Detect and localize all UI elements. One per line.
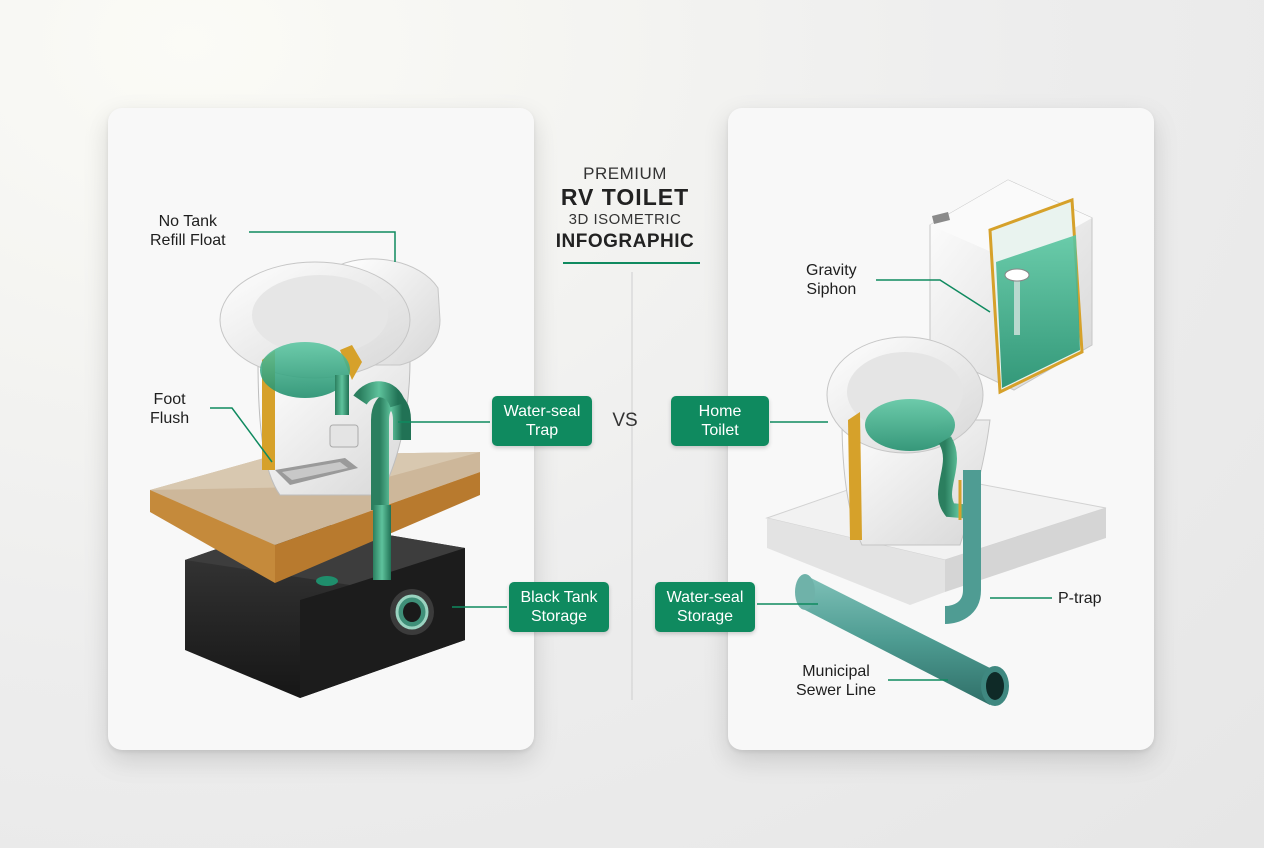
- home-toilet-body: [826, 179, 1093, 624]
- label-no-tank-refill-float: No Tank Refill Float: [150, 213, 226, 249]
- label-gravity-siphon: Gravity Siphon: [806, 262, 857, 298]
- badge-water-seal-trap: Water-seal Trap: [492, 396, 592, 446]
- badge-water-seal-storage: Water-seal Storage: [655, 582, 755, 632]
- title-main: RV TOILET: [560, 184, 690, 210]
- label-foot-flush: Foot Flush: [150, 391, 190, 427]
- label-municipal-sewer-line: Municipal Sewer Line: [796, 663, 877, 699]
- rv-toilet-body: [219, 258, 441, 580]
- leader-foot-flush: [210, 407, 273, 463]
- title-infographic: INFOGRAPHIC: [555, 231, 695, 252]
- title-underline: [563, 262, 700, 264]
- title-premium: PREMIUM: [583, 164, 667, 183]
- vs-label: VS: [612, 410, 638, 431]
- leader-no-tank: [249, 231, 396, 262]
- leader-gravity-siphon: [876, 279, 991, 313]
- sewer-pipe: [795, 574, 1009, 706]
- label-p-trap: P-trap: [1058, 590, 1102, 607]
- leader-lines: [210, 231, 1052, 681]
- title-subtitle: 3D ISOMETRIC: [568, 211, 682, 228]
- badge-black-tank-storage: Black Tank Storage: [509, 582, 609, 632]
- badge-home-toilet: Home Toilet: [671, 396, 769, 446]
